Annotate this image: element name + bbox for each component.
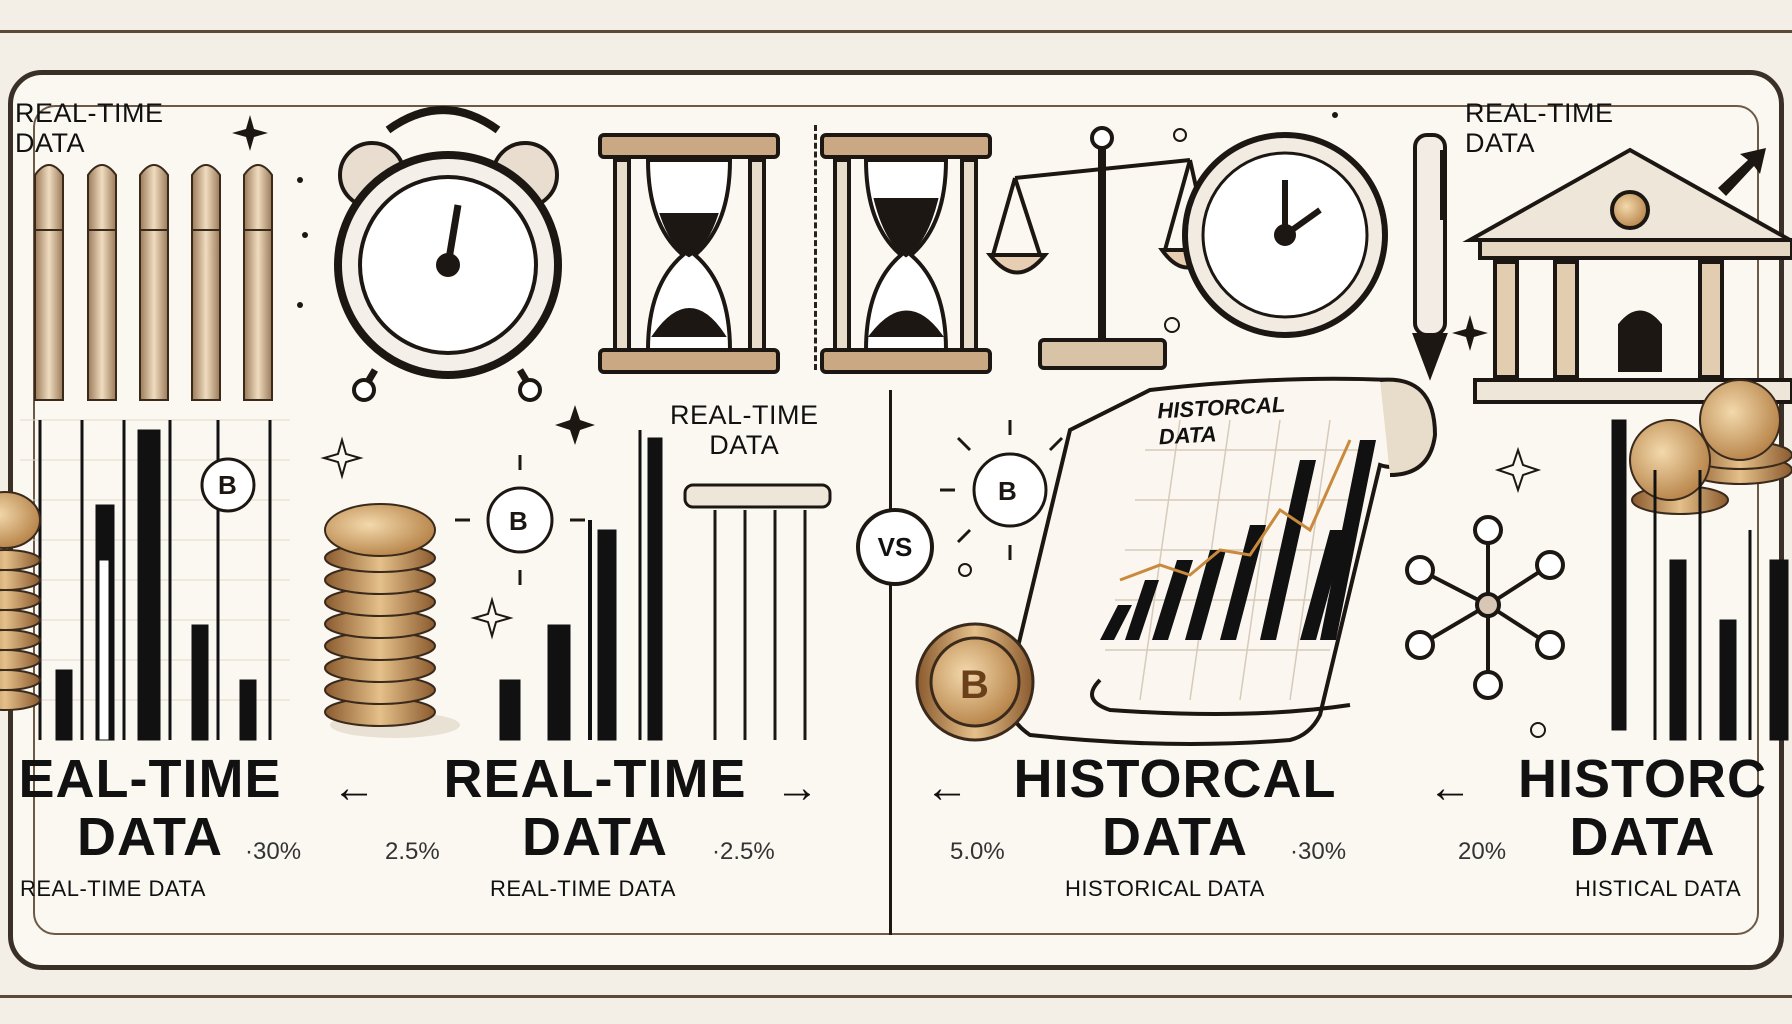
svg-text:B: B	[509, 506, 528, 536]
bottom-rule	[0, 995, 1792, 998]
scales-icon	[985, 126, 1219, 370]
heading-real-time: EAL-TIME DATA	[18, 749, 282, 867]
hourglass-icon	[598, 133, 780, 374]
coin-stack-icon	[324, 503, 460, 738]
arrow-left-icon: ←	[332, 763, 376, 812]
arrow-left-icon: ←	[1428, 763, 1472, 812]
arrow-right-icon: →	[775, 763, 819, 812]
percentage: 2.5%	[385, 838, 440, 865]
real-time-label: REAL-TIME DATA	[670, 400, 819, 460]
heading-real-time: REAL-TIME DATA	[443, 749, 747, 867]
subtitle: HISTICAL DATA	[1575, 876, 1742, 901]
percentage: ·2.5%	[712, 838, 775, 865]
pen-icon	[1412, 133, 1448, 381]
bitcoin-icon: B	[915, 622, 1035, 742]
column-icon	[683, 483, 832, 740]
percentage: 20%	[1458, 838, 1507, 865]
historical-scroll-label: HISTORCAL DATA	[1156, 391, 1286, 450]
alarm-clock-icon	[334, 106, 562, 402]
real-time-label: REAL-TIME DATA	[1465, 98, 1614, 158]
network-icon	[1405, 515, 1565, 700]
bars-right	[1611, 419, 1789, 741]
coin-stack-icon	[0, 491, 41, 711]
heading-historical: HISTORC DATA	[1517, 749, 1768, 867]
bank-icon	[1462, 147, 1792, 404]
scroll-chart-icon	[1005, 376, 1438, 746]
real-time-label: REAL-TIME DATA	[15, 98, 164, 158]
percentage: ·30%	[245, 838, 302, 865]
arrow-left-icon: ←	[925, 763, 969, 812]
subtitle: HISTORICAL DATA	[1065, 876, 1265, 901]
percentage: ·30%	[1290, 838, 1347, 865]
subtitle: REAL-TIME DATA	[20, 876, 206, 901]
clock-icon	[1182, 132, 1388, 338]
vs-badge: VS	[856, 508, 934, 586]
subtitle: REAL-TIME DATA	[490, 876, 676, 901]
bullet-icon	[34, 164, 273, 401]
top-divider	[814, 125, 817, 370]
hourglass-icon	[820, 133, 992, 374]
arrow-icon	[1718, 148, 1766, 196]
bars-middle	[499, 430, 663, 741]
heading-historical: HISTORCAL DATA	[1013, 749, 1337, 867]
svg-text:B: B	[218, 470, 237, 500]
bitcoin-icon: B B B	[200, 420, 1080, 585]
svg-text:B: B	[960, 663, 989, 707]
percentage: 5.0%	[950, 838, 1005, 865]
svg-text:B: B	[998, 476, 1017, 506]
top-rule	[0, 30, 1792, 33]
center-divider	[889, 390, 892, 935]
